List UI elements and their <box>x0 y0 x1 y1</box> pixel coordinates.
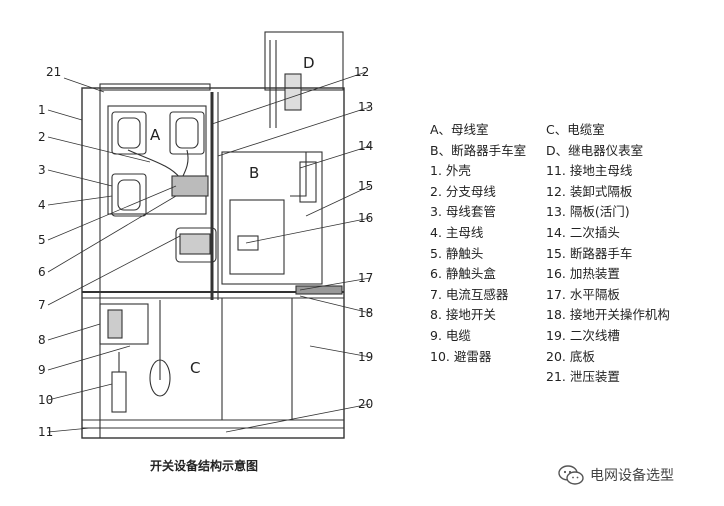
callout-16: 16 <box>358 211 373 225</box>
legend-item: A、母线室 <box>430 122 489 137</box>
housing <box>81 87 345 439</box>
callout-12: 12 <box>354 65 369 79</box>
legend-item: 13. 隔板(活门) <box>546 204 630 220</box>
busbar-compartment-a <box>107 105 207 215</box>
legend-item: 5. 静触头 <box>430 245 484 261</box>
callout-14: 14 <box>358 139 373 153</box>
legend-item: 1. 外壳 <box>430 163 471 179</box>
legend-item: 6. 静触头盒 <box>430 266 496 282</box>
callout-10: 10 <box>38 393 53 407</box>
legend-item: 10. 避雷器 <box>430 348 492 364</box>
watermark-text: 电网设备选型 <box>590 468 674 484</box>
legend-item: D、继电器仪表室 <box>546 142 644 158</box>
label-d: D <box>303 54 315 72</box>
legend-item: 7. 电流互感器 <box>430 286 509 302</box>
legend-right: C、电缆室 D、继电器仪表室 11. 接地主母线 12. 装卸式隔板 13. 隔… <box>546 120 670 388</box>
legend-item: 12. 装卸式隔板 <box>546 183 633 199</box>
callout-8: 8 <box>38 333 46 347</box>
wechat-icon <box>558 465 584 485</box>
callout-18: 18 <box>358 306 373 320</box>
callout-17: 17 <box>358 271 373 285</box>
callout-11: 11 <box>38 425 53 439</box>
relay-compartment-d <box>264 31 344 91</box>
legend-item: B、断路器手车室 <box>430 142 527 158</box>
callout-20: 20 <box>358 397 373 411</box>
legend-item: 14. 二次插头 <box>546 224 620 240</box>
callout-19: 19 <box>358 350 373 364</box>
legend-left: A、母线室 B、断路器手车室 1. 外壳 2. 分支母线 3. 母线套管 4. … <box>430 120 526 367</box>
legend-item: 3. 母线套管 <box>430 204 496 220</box>
callout-9: 9 <box>38 363 46 377</box>
legend-item: 18. 接地开关操作机构 <box>546 307 670 323</box>
legend-item: 11. 接地主母线 <box>546 163 633 179</box>
label-a: A <box>150 126 161 144</box>
diagram-caption: 开关设备结构示意图 <box>150 459 259 473</box>
watermark: 电网设备选型 <box>558 464 674 486</box>
callout-21: 21 <box>46 65 61 79</box>
callout-4: 4 <box>38 198 46 212</box>
label-b: B <box>249 164 259 182</box>
legend-item: 21. 泄压装置 <box>546 369 620 385</box>
callout-1: 1 <box>38 103 46 117</box>
leader-lines <box>47 71 371 433</box>
legend-item: 15. 断路器手车 <box>546 245 633 261</box>
legend-item: C、电缆室 <box>546 122 605 137</box>
legend-item: 20. 底板 <box>546 348 595 364</box>
legend-item: 4. 主母线 <box>430 224 484 240</box>
label-c: C <box>190 359 200 377</box>
legend-item: 8. 接地开关 <box>430 307 496 323</box>
callout-13: 13 <box>358 100 373 114</box>
callout-2: 2 <box>38 130 46 144</box>
callout-3: 3 <box>38 163 46 177</box>
callout-5: 5 <box>38 233 46 247</box>
callout-15: 15 <box>358 179 373 193</box>
legend-item: 19. 二次线槽 <box>546 327 620 343</box>
legend-item: 2. 分支母线 <box>430 183 496 199</box>
legend-item: 16. 加热装置 <box>546 266 620 282</box>
legend-item: 17. 水平隔板 <box>546 286 620 302</box>
callout-7: 7 <box>38 298 46 312</box>
callout-6: 6 <box>38 265 46 279</box>
legend-item: 9. 电缆 <box>430 327 471 343</box>
